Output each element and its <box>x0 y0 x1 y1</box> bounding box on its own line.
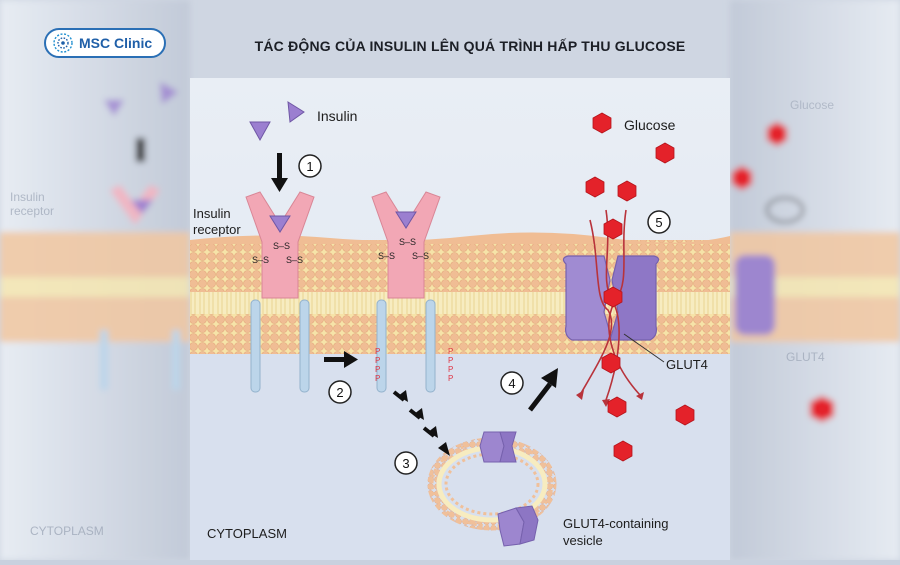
receptor-label-line1: Insulin <box>193 206 231 221</box>
page-title: TÁC ĐỘNG CỦA INSULIN LÊN QUÁ TRÌNH HẤP T… <box>254 38 686 54</box>
insulin-molecule-2 <box>287 101 305 123</box>
cytoplasm-label: CYTOPLASM <box>207 526 287 541</box>
glucose-molecule-5 <box>601 352 621 374</box>
vesicle-label-line1: GLUT4-containing <box>563 516 669 531</box>
glucose-molecule-3 <box>617 180 637 202</box>
phosphate-l2: P <box>375 356 380 365</box>
clinic-logo-icon <box>53 33 73 53</box>
right-faded-panel <box>730 0 900 560</box>
glucose-molecule-6 <box>607 396 627 418</box>
step-circle-1 <box>298 154 322 178</box>
glut4-vesicle <box>427 431 557 547</box>
disulfide-bond-1b: S–S <box>252 255 269 265</box>
disulfide-bond-2c: S–S <box>412 251 429 261</box>
insulin-bound-1 <box>269 215 291 233</box>
glut4-label: GLUT4 <box>666 357 708 372</box>
receptor-label-line2: receptor <box>193 222 241 237</box>
step-number-1: 1 <box>306 159 313 174</box>
glut4-pointer-line <box>623 333 665 363</box>
phosphate-r1: P <box>448 347 453 356</box>
faded-glucose-label: Glucose <box>790 98 835 112</box>
step-circle-4 <box>500 371 524 395</box>
vesicle-label-line2: vesicle <box>563 533 603 548</box>
phosphate-l4: P <box>375 374 380 383</box>
step-number-3: 3 <box>402 456 409 471</box>
disulfide-bond-2a: S–S <box>399 237 416 247</box>
step-number-2: 2 <box>336 385 343 400</box>
msc-clinic-logo[interactable]: MSC Clinic <box>44 28 166 58</box>
phosphate-r3: P <box>448 365 453 374</box>
glucose-molecule-8 <box>613 440 633 462</box>
glucose-legend <box>592 112 612 134</box>
insulin-receptor-1 <box>245 191 315 393</box>
arrow-step-3 <box>392 390 450 456</box>
step-number-4: 4 <box>508 376 515 391</box>
insulin-bound-2 <box>395 211 417 229</box>
arrow-step-2 <box>324 351 358 368</box>
disulfide-bond-1c: S–S <box>286 255 303 265</box>
glucose-molecule-4 <box>603 218 623 240</box>
logo-text: MSC Clinic <box>79 35 153 51</box>
phosphate-r2: P <box>448 356 453 365</box>
arrow-step-4 <box>528 368 558 412</box>
glucose-molecule-7 <box>675 404 695 426</box>
faded-glut4-label: GLUT4 <box>786 350 825 364</box>
glucose-molecule-2 <box>585 176 605 198</box>
glucose-molecule-1 <box>655 142 675 164</box>
faded-cytoplasm-label: CYTOPLASM <box>30 524 104 538</box>
step-number-5: 5 <box>655 215 662 230</box>
phosphate-l3: P <box>375 365 380 374</box>
disulfide-bond-2b: S–S <box>378 251 395 261</box>
phosphate-l1: P <box>375 347 380 356</box>
left-faded-panel <box>0 0 190 560</box>
insulin-label: Insulin <box>317 108 358 124</box>
phosphate-r4: P <box>448 374 453 383</box>
glucose-label: Glucose <box>624 117 676 133</box>
arrow-step-1 <box>271 153 288 192</box>
disulfide-bond-1a: S–S <box>273 241 290 251</box>
step-circle-2 <box>328 380 352 404</box>
glucose-in-transporter <box>603 286 623 308</box>
faded-receptor-label: Insulin receptor <box>10 190 55 218</box>
step-circle-3 <box>394 451 418 475</box>
step-circle-5 <box>647 210 671 234</box>
insulin-receptor-2 <box>371 191 441 393</box>
insulin-molecule-1 <box>249 121 271 142</box>
